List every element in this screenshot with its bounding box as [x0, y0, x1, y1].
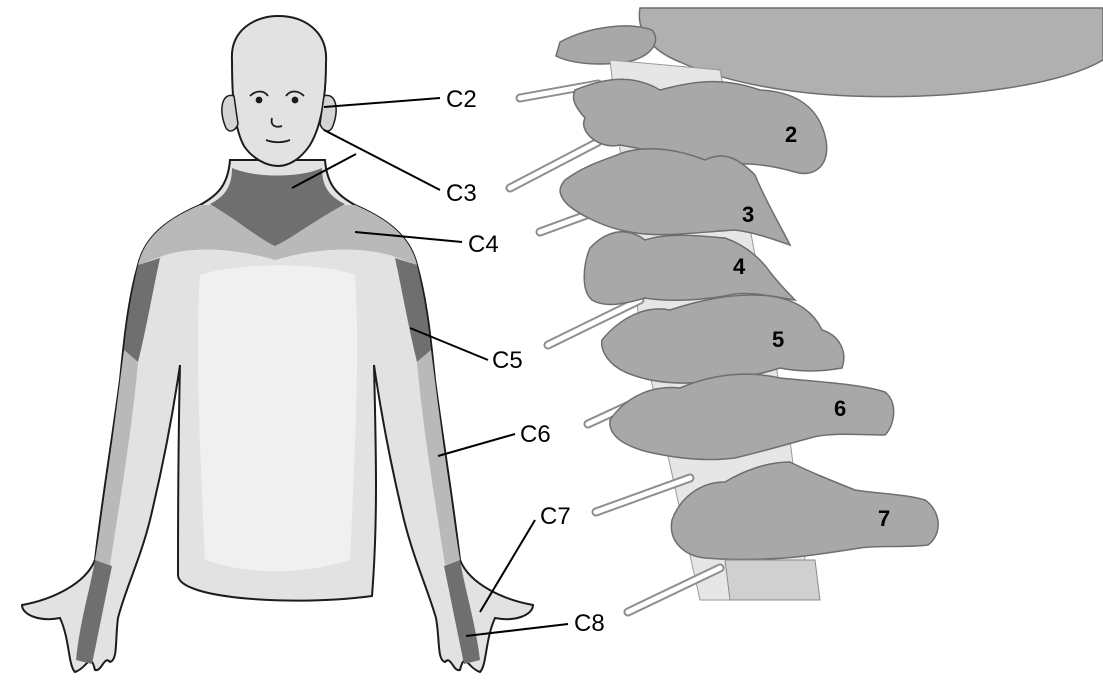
- vertebra-label-7: 7: [878, 506, 890, 531]
- vertebra-label-4: 4: [733, 254, 746, 279]
- label-c7: C7: [540, 503, 571, 530]
- vertebra-label-6: 6: [834, 396, 846, 421]
- dermatome-labels: C2 C3 C4 C5 C6 C7 C8: [446, 86, 605, 637]
- vertebra-label-3: 3: [742, 202, 754, 227]
- vertebra-c4: [584, 232, 795, 305]
- label-c2: C2: [446, 86, 477, 113]
- head: [232, 16, 326, 166]
- vertebra-label-2: 2: [785, 122, 797, 147]
- vertebra-label-5: 5: [772, 327, 784, 352]
- occipital-process: [556, 26, 656, 64]
- torso-highlight: [198, 265, 357, 571]
- label-c5: C5: [492, 347, 523, 374]
- label-c8: C8: [574, 610, 605, 637]
- vertebral-body-lower: [725, 560, 820, 600]
- cervical-spine: 2 3 4 5 6 7: [510, 8, 1103, 612]
- label-c4: C4: [468, 231, 499, 258]
- label-c3: C3: [446, 180, 477, 207]
- label-c6: C6: [520, 421, 551, 448]
- human-figure: [22, 16, 533, 672]
